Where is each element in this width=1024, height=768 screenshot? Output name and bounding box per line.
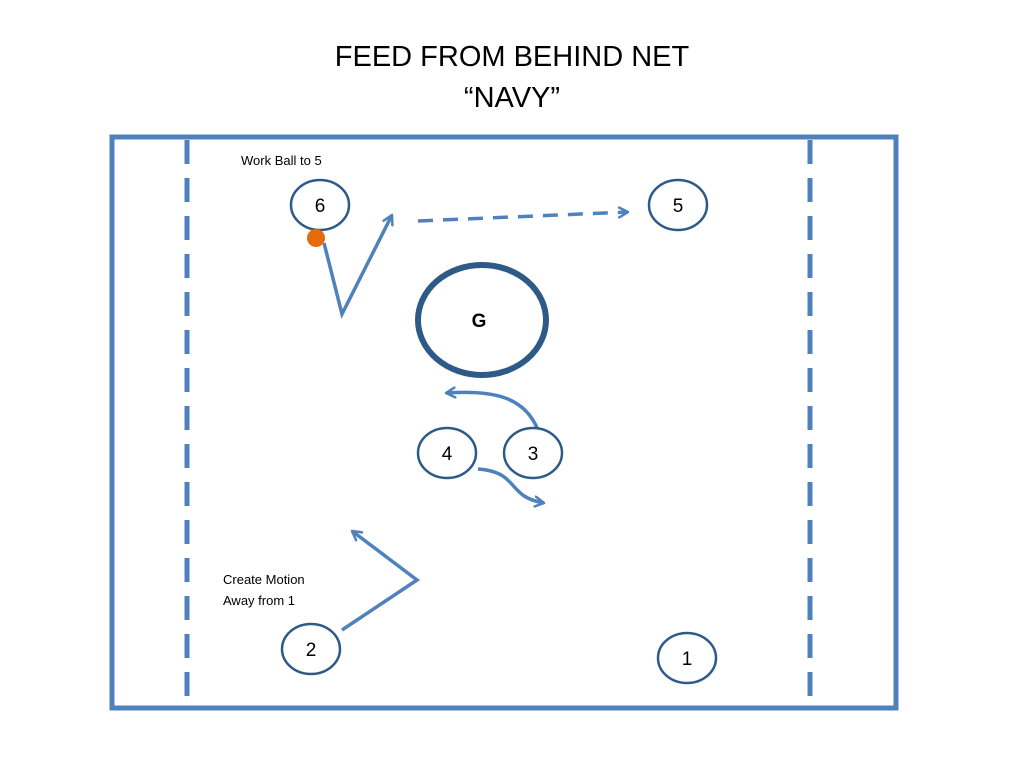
player-5-label: 5 [673, 196, 684, 217]
field-boundary [109, 134, 899, 711]
goal-crease [415, 262, 549, 378]
curve-arrow-3 [446, 392, 540, 431]
player-4: 4 [416, 426, 478, 480]
player-3: 3 [502, 426, 564, 480]
player-2: 2 [280, 622, 342, 676]
note-work-ball: Work Ball to 5 [241, 153, 322, 168]
player-4-label: 4 [442, 444, 453, 465]
player-1-label: 1 [682, 649, 693, 670]
curve-arrow-4 [477, 467, 544, 503]
player-1: 1 [656, 631, 718, 685]
player-6: 6 [289, 178, 351, 232]
pass-arrow [417, 212, 628, 223]
note-create-motion-line2: Away from 1 [223, 593, 295, 608]
diagram-subtitle: “NAVY” [463, 82, 561, 114]
player-6-label: 6 [315, 196, 326, 217]
player-5: 5 [647, 178, 709, 232]
ball [307, 229, 325, 247]
player-3-label: 3 [528, 444, 539, 465]
goal-label: G [472, 311, 487, 332]
note-create-motion-line1: Create Motion [223, 572, 305, 587]
diagram-title: FEED FROM BEHIND NET [334, 41, 690, 73]
cut-arrow-6 [322, 215, 392, 319]
player-2-label: 2 [306, 640, 317, 661]
motion-arrow-2 [341, 529, 421, 632]
